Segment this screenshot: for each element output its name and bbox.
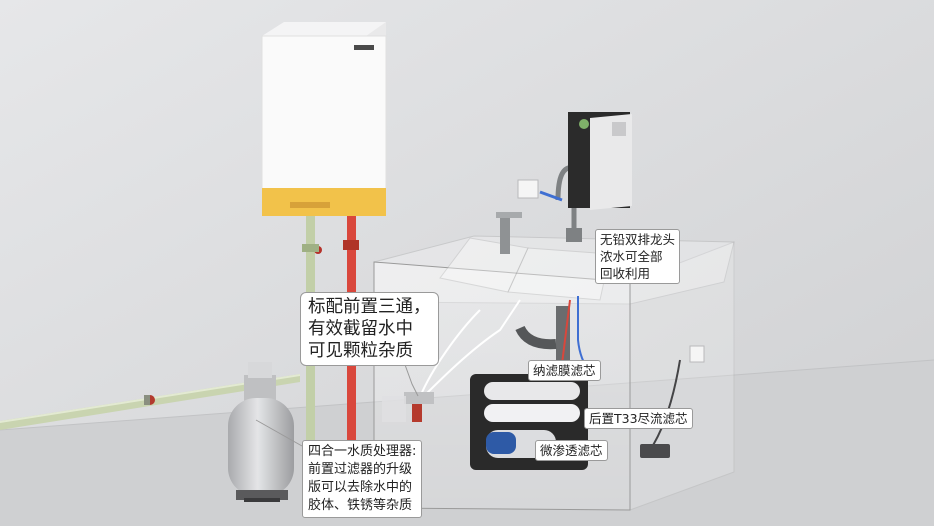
callout-line: 前置过滤器的升级 [308, 462, 413, 477]
inlet-pipe [0, 374, 300, 430]
callout-line: 微渗透滤芯 [540, 443, 603, 458]
prefilter-tee-callout: 标配前置三通， 有效截留水中 可见颗粒杂质 [300, 292, 439, 366]
heater-pipes [302, 216, 359, 516]
t33-filter-callout: 后置T33尽流滤芯 [584, 408, 693, 429]
leaf-logo-icon [579, 119, 589, 129]
callout-line: 回收利用 [600, 266, 651, 281]
water-heater [261, 22, 387, 216]
four-in-one-tank [228, 362, 294, 502]
faucet-callout: 无铅双排龙头 浓水可全部 回收利用 [595, 229, 681, 284]
callout-line: 无铅双排龙头 [600, 232, 676, 247]
callout-line: 浓水可全部 [600, 249, 663, 264]
callout-line: 四合一水质处理器: [308, 444, 417, 459]
callout-line: 有效截留水中 [308, 319, 413, 339]
cold-pipe-vertical [306, 216, 315, 516]
callout-line: 胶体、铁锈等杂质 [308, 498, 413, 513]
power-adapter [640, 444, 670, 458]
hot-pipe-vertical [347, 216, 356, 516]
prefilter-tee [382, 392, 434, 422]
leader-lines [255, 361, 419, 447]
callout-line: 纳滤膜滤芯 [533, 363, 596, 378]
callout-line: 版可以去除水中的 [308, 480, 413, 495]
callout-line: 标配前置三通， [308, 297, 431, 317]
four-in-one-callout: 四合一水质处理器: 前置过滤器的升级 版可以去除水中的 胶体、铁锈等杂质 [302, 440, 423, 518]
ro-filter-callout: 微渗透滤芯 [535, 440, 608, 461]
callout-line: 后置T33尽流滤芯 [589, 411, 688, 426]
callout-line: 可见颗粒杂质 [308, 341, 413, 361]
nano-filter-callout: 纳滤膜滤芯 [528, 360, 601, 381]
power-socket-icon [517, 179, 705, 363]
water-dispenser [568, 112, 632, 210]
